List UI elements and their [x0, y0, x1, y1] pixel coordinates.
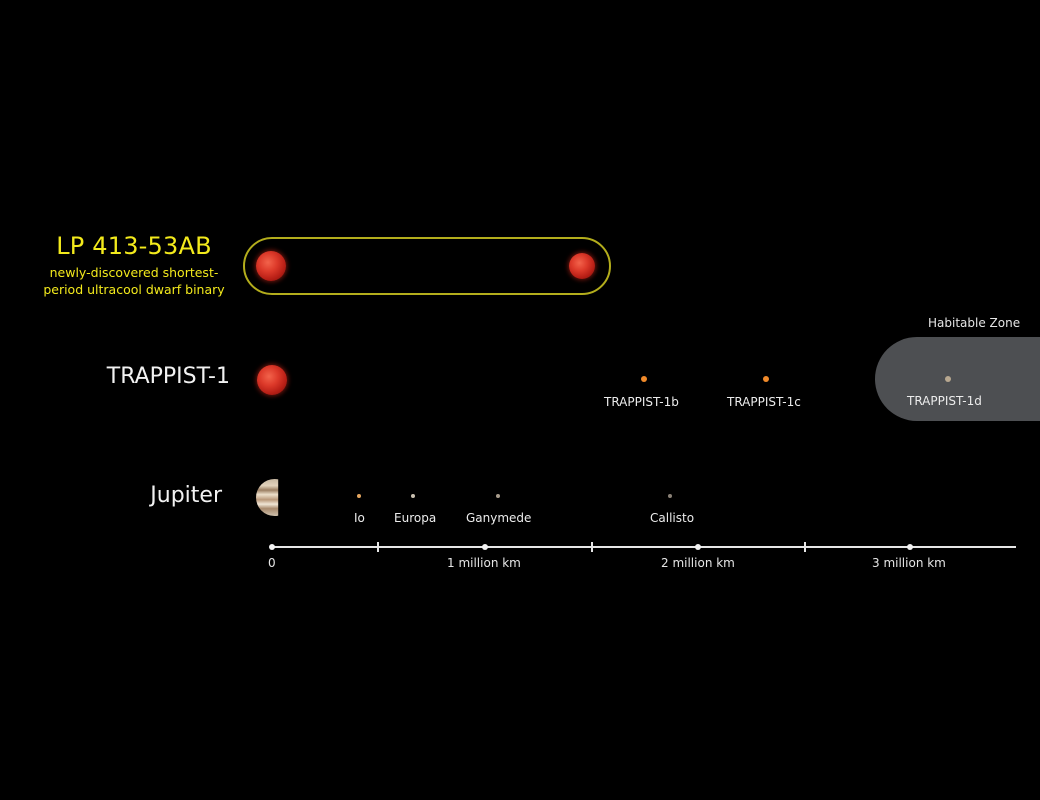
- binary-orbit-outline: [243, 237, 611, 295]
- ganymede-label: Ganymede: [466, 511, 532, 525]
- axis-label-3-million: 3 million km: [872, 556, 946, 570]
- trappist-1b-label: TRAPPIST-1b: [604, 395, 679, 409]
- axis-dot-3: [907, 544, 913, 550]
- lp-subtitle-line-1: newly-discovered shortest-: [49, 265, 219, 280]
- habitable-zone-label: Habitable Zone: [928, 316, 1021, 330]
- jupiter-planet: [256, 479, 279, 516]
- axis-tick-0-5: [377, 542, 379, 552]
- axis-label-0: 0: [268, 556, 276, 570]
- trappist-1b-planet: [641, 376, 647, 382]
- ganymede-moon: [496, 494, 500, 498]
- jupiter-label: Jupiter: [150, 483, 222, 508]
- callisto-label: Callisto: [650, 511, 695, 525]
- europa-moon: [411, 494, 415, 498]
- axis-tick-1-5: [591, 542, 593, 552]
- io-moon: [357, 494, 361, 498]
- lp-413-53ab-subtitle: newly-discovered shortest- period ultrac…: [0, 264, 268, 298]
- axis-dot-1: [482, 544, 488, 550]
- axis-label-1-million: 1 million km: [447, 556, 521, 570]
- lp-413-53b-star: [569, 253, 595, 279]
- europa-label: Europa: [394, 511, 437, 525]
- axis-tick-2-5: [804, 542, 806, 552]
- lp-413-53a-star: [256, 251, 286, 281]
- trappist-1d-label: TRAPPIST-1d: [907, 394, 982, 408]
- trappist-1c-label: TRAPPIST-1c: [727, 395, 801, 409]
- io-label: Io: [354, 511, 365, 525]
- trappist-1-star: [257, 365, 287, 395]
- habitable-zone-region: [875, 337, 1040, 421]
- lp-413-53ab-title: LP 413-53AB: [56, 232, 212, 260]
- callisto-moon: [668, 494, 672, 498]
- distance-scale-axis: [271, 546, 1016, 548]
- trappist-1-label: TRAPPIST-1: [106, 364, 230, 389]
- trappist-1c-planet: [763, 376, 769, 382]
- trappist-1d-planet: [945, 376, 951, 382]
- lp-subtitle-line-2: period ultracool dwarf binary: [43, 282, 225, 297]
- axis-dot-0: [269, 544, 275, 550]
- axis-label-2-million: 2 million km: [661, 556, 735, 570]
- axis-dot-2: [695, 544, 701, 550]
